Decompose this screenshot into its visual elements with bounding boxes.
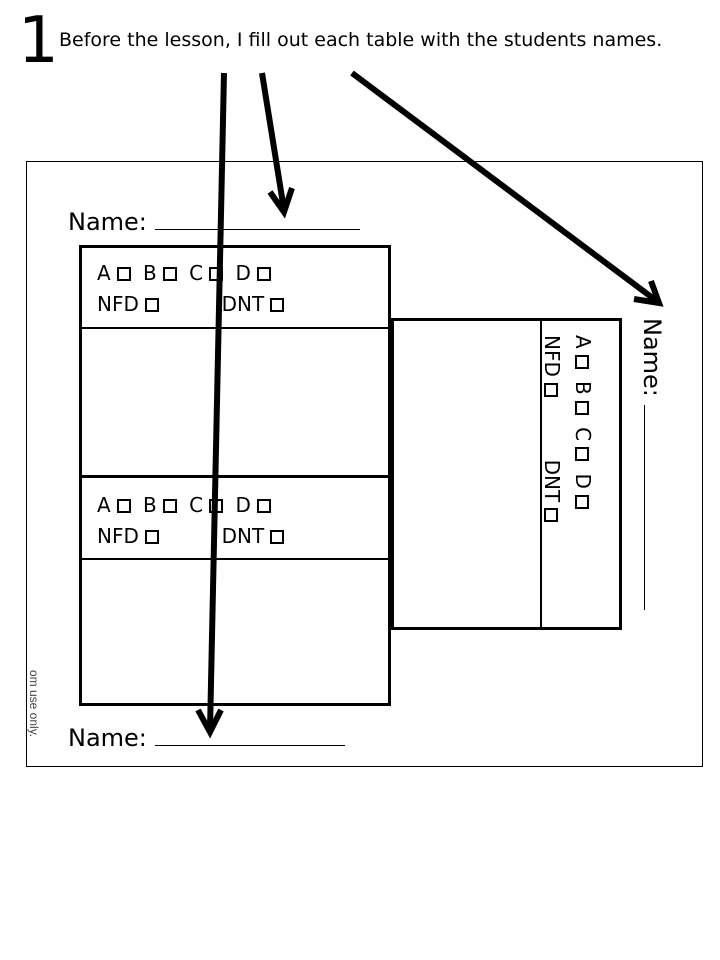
name-field-top: Name: — [68, 207, 360, 236]
step-number: 1 — [18, 4, 59, 78]
options-block-2: A B C D NFD DNT — [97, 490, 290, 552]
row-divider — [82, 327, 388, 329]
arrow-icon — [350, 70, 664, 307]
name-line[interactable] — [154, 207, 360, 230]
instruction-text: Before the lesson, I fill out each table… — [59, 29, 663, 51]
option-a-label: A — [97, 261, 111, 285]
name-label: Name: — [68, 208, 147, 236]
column-divider — [540, 321, 542, 627]
checkbox-icon[interactable] — [116, 267, 131, 281]
option-c-label: C — [189, 261, 204, 285]
checkbox-icon[interactable] — [270, 298, 285, 312]
option-a-label: A — [97, 493, 111, 517]
name-label: Name: — [68, 724, 147, 752]
checkbox-icon[interactable] — [144, 298, 159, 312]
checkbox-icon[interactable] — [162, 499, 177, 513]
option-d-label: D — [235, 261, 251, 285]
name-line[interactable] — [154, 723, 345, 746]
student-table-right: A B C D NFD DNT — [391, 318, 622, 630]
options-row-extra: NFD DNT — [97, 521, 290, 552]
checkbox-icon[interactable] — [116, 499, 131, 513]
name-field-bottom: Name: — [68, 723, 345, 752]
arrow-icon — [195, 72, 227, 739]
arrow-icon — [259, 72, 295, 219]
option-c-label: C — [189, 493, 204, 517]
checkbox-icon[interactable] — [256, 499, 271, 513]
option-b-label: B — [143, 493, 157, 517]
row-divider — [82, 558, 388, 560]
option-nfd-label: NFD — [97, 292, 139, 316]
option-dnt-label: DNT — [221, 524, 265, 548]
option-b-label: B — [143, 261, 157, 285]
option-dnt-label: DNT — [221, 292, 265, 316]
option-nfd-label: NFD — [97, 524, 139, 548]
student-table-left: A B C D NFD DNT A B C D NFD — [79, 245, 391, 706]
checkbox-icon[interactable] — [270, 530, 285, 544]
options-row-grades: A B C D — [97, 490, 290, 521]
options-row-extra: NFD DNT — [97, 289, 290, 320]
option-d-label: D — [235, 493, 251, 517]
worksheet-page: Name: A B C D NFD DNT A B C D — [26, 161, 703, 767]
checkbox-icon[interactable] — [256, 267, 271, 281]
section-divider — [82, 475, 388, 478]
checkbox-icon[interactable] — [144, 530, 159, 544]
checkbox-icon[interactable] — [162, 267, 177, 281]
